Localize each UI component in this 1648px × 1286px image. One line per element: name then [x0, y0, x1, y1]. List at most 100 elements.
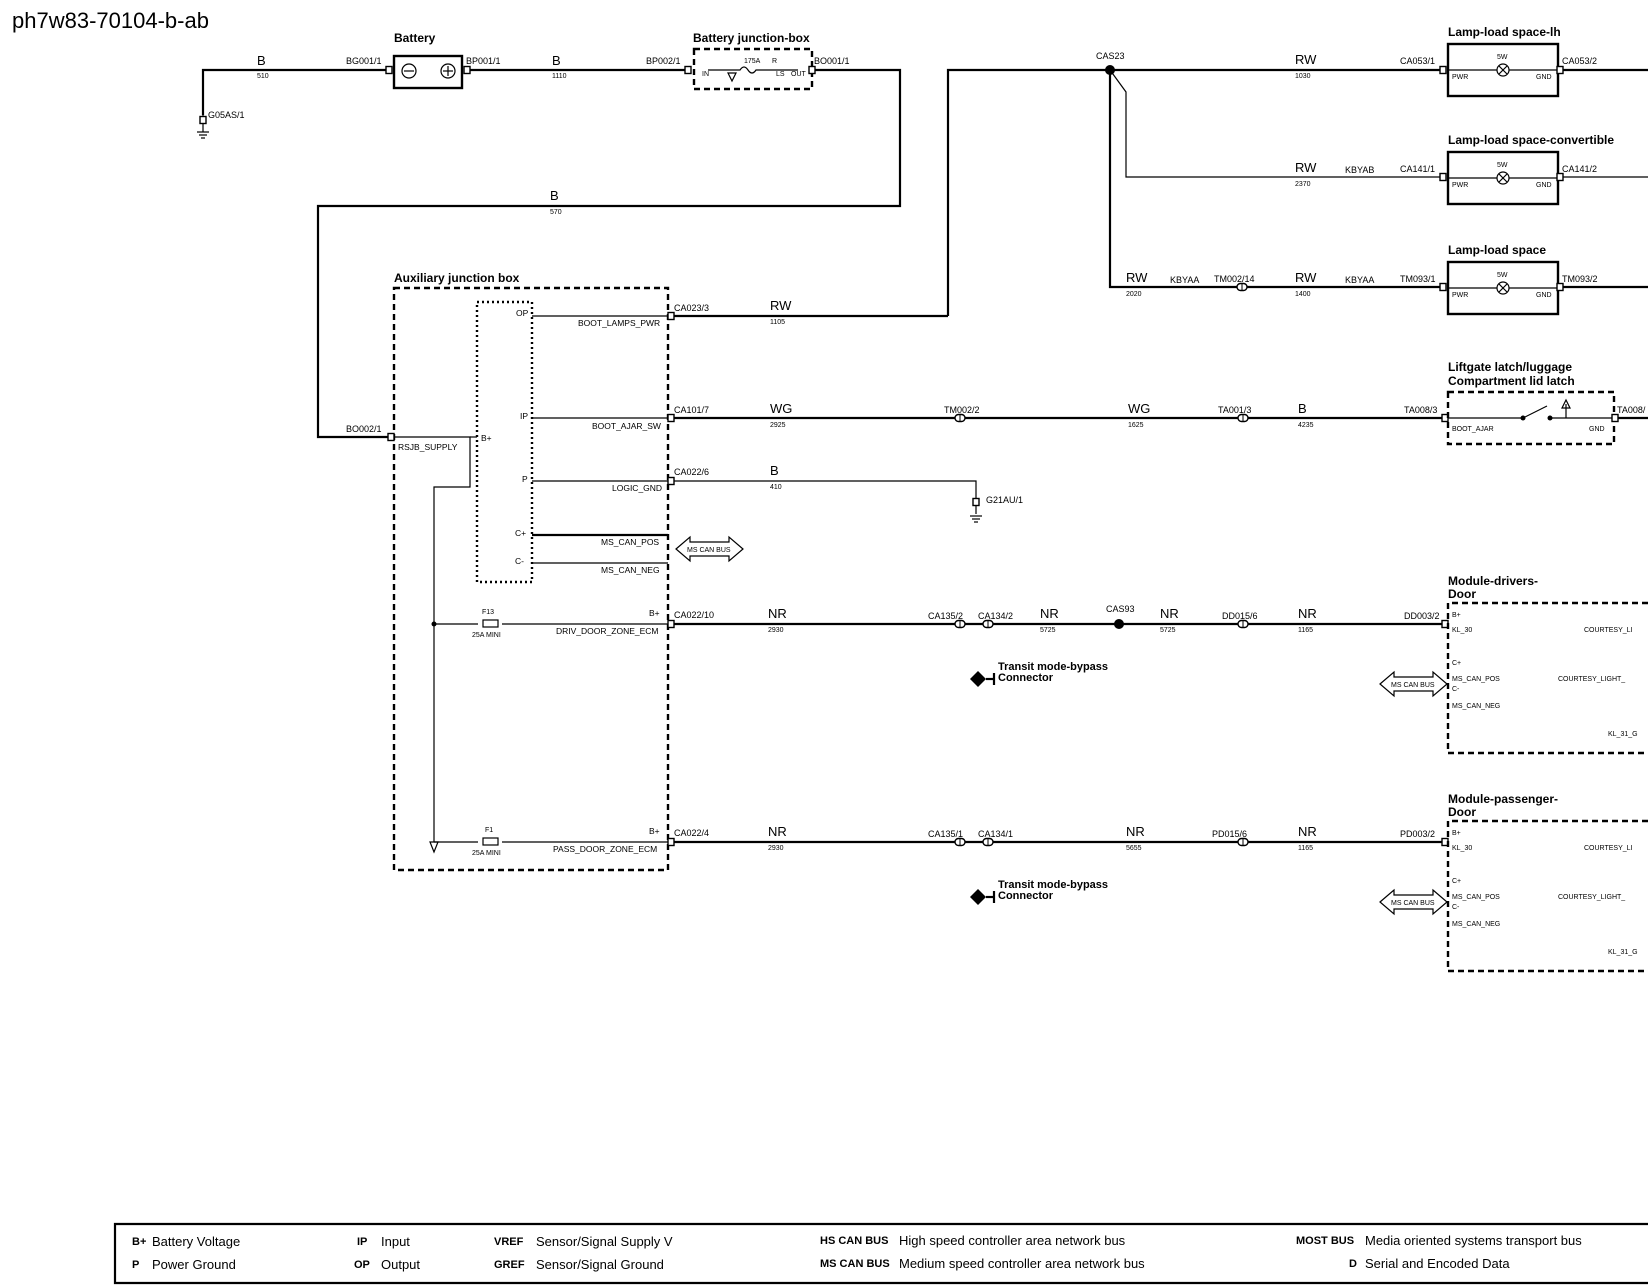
- fuse-r-label: R: [772, 58, 777, 65]
- pin-cneg: C-: [515, 556, 524, 566]
- sig-logic-gnd: LOGIC_GND: [612, 483, 662, 493]
- door-pin: C+: [1452, 660, 1461, 667]
- latch-title-2: Compartment lid latch: [1448, 374, 1575, 388]
- legend: B+ Battery Voltage P Power Ground IP Inp…: [113, 1222, 1648, 1285]
- lamp-watts: 5W: [1497, 272, 1508, 279]
- wire-circuit: 570: [550, 209, 562, 216]
- conn-ta008-3: TA008/3: [1404, 405, 1437, 415]
- wire-circuit: 1400: [1295, 291, 1311, 298]
- fuse-175a: 175A: [744, 58, 761, 65]
- lamp-lh-title: Lamp-load space-lh: [1448, 25, 1561, 39]
- conn-ca135-2: CA135/2: [928, 611, 963, 621]
- wire-color: NR: [768, 824, 787, 839]
- wire-color: WG: [1128, 401, 1150, 416]
- wire-color: B: [550, 188, 559, 203]
- lamp-load-space-convertible: Lamp-load space-convertible 5W PWR GND: [1446, 133, 1614, 206]
- door-pin: B+: [1452, 612, 1461, 619]
- bus-label: MS CAN BUS: [687, 547, 731, 554]
- legend-text: Medium speed controller area network bus: [899, 1256, 1145, 1271]
- conn-g21au: G21AU/1: [986, 495, 1023, 505]
- wire-circuit: 410: [770, 484, 782, 491]
- wire-color: B: [257, 53, 266, 68]
- drv-title-1: Module-drivers-: [1448, 574, 1538, 588]
- conn-ta001-3: TA001/3: [1218, 405, 1251, 415]
- conn-tm002-14: TM002/14: [1214, 274, 1255, 284]
- conn-dd003-2: DD003/2: [1404, 611, 1440, 621]
- legend-text: Input: [381, 1234, 410, 1249]
- wire-color: NR: [768, 606, 787, 621]
- transit1-title-2: Connector: [998, 672, 1054, 684]
- conn-bp001: BP001/1: [466, 56, 501, 66]
- lamp-space-title: Lamp-load space: [1448, 243, 1546, 257]
- conn-bo002: BO002/1: [346, 424, 382, 434]
- conn-tm093-2: TM093/2: [1562, 274, 1598, 284]
- door-pin: COURTESY_LI: [1584, 845, 1633, 852]
- transit-bypass-connector-1: Transit mode-bypass Connector: [970, 661, 1108, 687]
- door-pin: COURTESY_LIGHT_: [1558, 676, 1625, 683]
- lamp-pwr: PWR: [1452, 182, 1468, 189]
- conn-tm002-2: TM002/2: [944, 405, 980, 415]
- pin-ip: IP: [520, 411, 528, 421]
- door-pin: MS_CAN_POS: [1452, 894, 1500, 901]
- ms-can-bus-arrow: MS CAN BUS: [675, 535, 744, 563]
- legend-text: Output: [381, 1257, 420, 1272]
- legend-text: High speed controller area network bus: [899, 1233, 1126, 1248]
- conn-pd003-2: PD003/2: [1400, 829, 1435, 839]
- lamp-load-space-lh: Lamp-load space-lh 5W PWR GND: [1446, 25, 1561, 98]
- aux-jbox-title: Auxiliary junction box: [394, 271, 520, 285]
- wire-circuit: 1165: [1298, 845, 1313, 852]
- conn-g05as: G05AS/1: [208, 110, 245, 120]
- wire-circuit: 510: [257, 73, 269, 80]
- drv-title-2: Door: [1448, 587, 1476, 601]
- wire-circuit: 1110: [552, 73, 567, 80]
- wire-color: NR: [1298, 606, 1317, 621]
- splice-code: KBYAB: [1345, 165, 1374, 175]
- pin-cpos: C+: [515, 528, 526, 538]
- legend-key: GREF: [494, 1259, 525, 1271]
- splice-code: KBYAA: [1170, 275, 1199, 285]
- wire-circuit: 2020: [1126, 291, 1142, 298]
- legend-text: Sensor/Signal Ground: [536, 1257, 664, 1272]
- door-pin: KL_30: [1452, 627, 1472, 634]
- door-pin: MS_CAN_NEG: [1452, 703, 1500, 710]
- conn-pd015-6: PD015/6: [1212, 829, 1247, 839]
- conn-ca053-2: CA053/2: [1562, 56, 1597, 66]
- sig-ms-can-neg: MS_CAN_NEG: [601, 565, 660, 575]
- lamp-load-space: Lamp-load space 5W PWR GND: [1446, 243, 1560, 316]
- latch-pin-boot-ajar: BOOT_AJAR: [1452, 426, 1494, 433]
- splice-cas23: [1105, 65, 1115, 75]
- wire-color: B: [1298, 401, 1307, 416]
- lamp-gnd: GND: [1536, 182, 1552, 189]
- latch-title-1: Liftgate latch/luggage: [1448, 360, 1572, 374]
- transit2-title-2: Connector: [998, 890, 1054, 902]
- door-pin: COURTESY_LIGHT_: [1558, 894, 1625, 901]
- splice-code: KBYAA: [1345, 275, 1374, 285]
- legend-text: Battery Voltage: [152, 1234, 240, 1249]
- conn-ca022-6: CA022/6: [674, 467, 709, 477]
- door-pin: KL_31_G: [1608, 731, 1638, 738]
- wire-circuit: 4235: [1298, 422, 1314, 429]
- legend-key: MS CAN BUS: [820, 1258, 890, 1270]
- door-pin: KL_31_G: [1608, 949, 1638, 956]
- battery: Battery: [392, 31, 464, 90]
- legend-text: Media oriented systems transport bus: [1365, 1233, 1582, 1248]
- wire-circuit: 2930: [768, 627, 784, 634]
- liftgate-latch: Liftgate latch/luggage Compartment lid l…: [1446, 360, 1616, 446]
- wire-circuit: 5655: [1126, 845, 1142, 852]
- transit1-title-1: Transit mode-bypass: [998, 661, 1108, 673]
- wire-color: NR: [1298, 824, 1317, 839]
- conn-ca134-1: CA134/1: [978, 829, 1013, 839]
- transit2-title-1: Transit mode-bypass: [998, 879, 1108, 891]
- legend-text: Power Ground: [152, 1257, 236, 1272]
- battery-jbox-title: Battery junction-box: [693, 31, 810, 45]
- lamp-gnd: GND: [1536, 292, 1552, 299]
- auxiliary-junction-box: Auxiliary junction box: [392, 271, 670, 872]
- conn-ca023-3: CA023/3: [674, 303, 709, 313]
- wire-circuit: 2370: [1295, 181, 1311, 188]
- lamp-watts: 5W: [1497, 54, 1508, 61]
- conn-ca022-10: CA022/10: [674, 610, 714, 620]
- fuse-in-label: IN: [702, 71, 709, 78]
- wire-color: B: [552, 53, 561, 68]
- wire-circuit: 1030: [1295, 73, 1311, 80]
